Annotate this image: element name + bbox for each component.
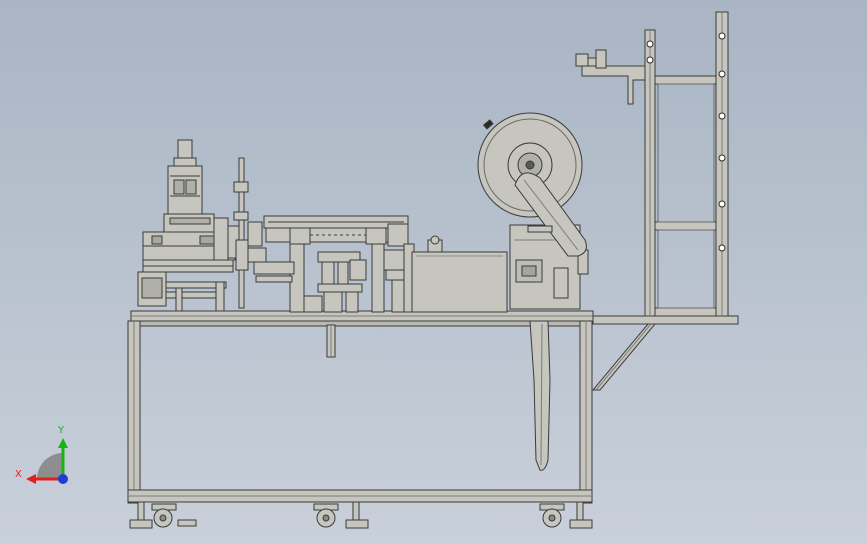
x-axis-label: X xyxy=(15,469,22,480)
hanging-film-chute xyxy=(529,320,551,471)
enclosure xyxy=(411,251,508,313)
reel-station xyxy=(477,112,589,310)
tower-rung-3 xyxy=(654,307,717,317)
left-station xyxy=(137,139,243,312)
coordinate-triad-icon xyxy=(26,438,68,484)
side-box xyxy=(553,267,569,299)
z-axis-indicator xyxy=(58,474,68,484)
top-motor xyxy=(177,139,193,161)
tower-rung-2 xyxy=(654,221,717,231)
support-column-right xyxy=(371,243,385,313)
x-axis-arrowhead xyxy=(26,474,36,484)
rod-guide xyxy=(235,239,249,271)
tower-rung-1 xyxy=(654,75,717,85)
table-frame xyxy=(127,310,739,504)
side-bracket xyxy=(213,217,229,261)
feet-and-casters xyxy=(129,501,593,529)
caster-middle xyxy=(313,501,369,529)
rod-clamp-upper xyxy=(233,181,249,193)
vertical-housing xyxy=(167,165,203,217)
under-table-parts xyxy=(326,320,551,471)
mechanism-block xyxy=(323,291,343,313)
caster-left xyxy=(129,501,197,529)
y-axis-arrowhead xyxy=(58,438,68,448)
vertical-rod xyxy=(238,157,245,309)
caster-right xyxy=(539,501,593,529)
triad-quadrant xyxy=(37,453,63,479)
slide-carriage-left xyxy=(289,227,311,245)
extension-shelf xyxy=(592,315,739,325)
top-arm xyxy=(581,65,646,105)
y-axis-label: Y xyxy=(58,425,65,436)
slide-carriage-right xyxy=(365,227,387,245)
control-box xyxy=(411,235,508,313)
arm-end-fitting xyxy=(575,53,589,67)
center-module xyxy=(233,157,415,313)
right-tower xyxy=(575,11,729,317)
